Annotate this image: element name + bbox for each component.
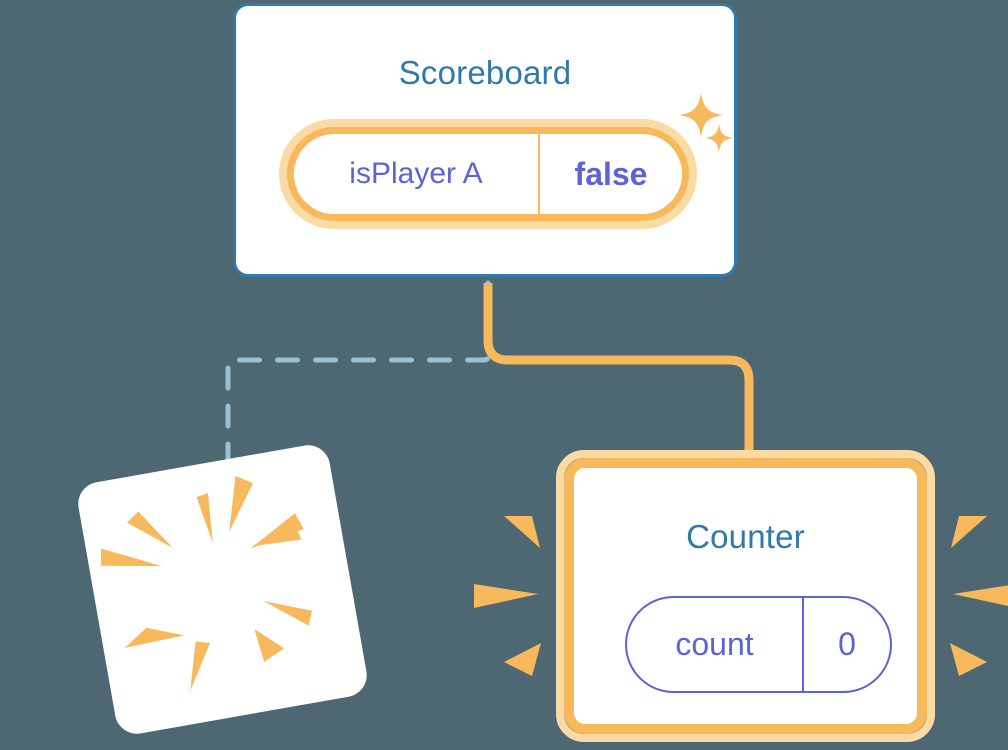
counter-signal-pill[interactable]: count 0 [625, 596, 892, 693]
ray-right-lower [950, 643, 987, 676]
burst-ray-group [101, 476, 313, 692]
tilted-burst-card[interactable] [74, 441, 371, 738]
counter-signal-value: 0 [838, 626, 856, 662]
burst-ray-n [196, 493, 213, 543]
burst-ray-se [263, 601, 313, 626]
ray-left-middle [474, 584, 538, 608]
scoreboard-signal-pill[interactable]: isPlayer A false [279, 119, 697, 229]
scoreboard-card-title: Scoreboard [398, 54, 572, 91]
connector-scoreboard-to-counter [483, 283, 754, 456]
burst-ray-sse [254, 629, 285, 662]
burst-ray-sw [124, 627, 185, 648]
ray-right-upper [951, 516, 987, 548]
burst-ray-ne [250, 513, 304, 549]
scoreboard-signal-name: isPlayer A [294, 134, 540, 214]
counter-card-inner: Counter count 0 [564, 458, 927, 734]
signal-pill-halo [279, 119, 697, 229]
counter-signal-name: count [627, 598, 804, 691]
ray-left-lower [504, 643, 541, 676]
signal-pill-body[interactable]: isPlayer A false [287, 127, 689, 221]
ray-right-middle [953, 585, 1008, 607]
scoreboard-signal-value: false [574, 155, 648, 192]
counter-card[interactable]: Counter count 0 [556, 450, 935, 742]
burst-ray-s [190, 641, 211, 692]
connector-scoreboard-to-tilted-card [225, 280, 491, 473]
burst-ray-nne [229, 476, 253, 532]
burst-ray-ene [251, 526, 302, 547]
burst-ray-nw [126, 511, 174, 548]
scoreboard-card[interactable]: Scoreboard isPlayer A false [233, 3, 737, 277]
ray-left-upper [504, 516, 540, 548]
counter-card-title: Counter [686, 518, 805, 555]
burst-ray-w [101, 548, 163, 567]
